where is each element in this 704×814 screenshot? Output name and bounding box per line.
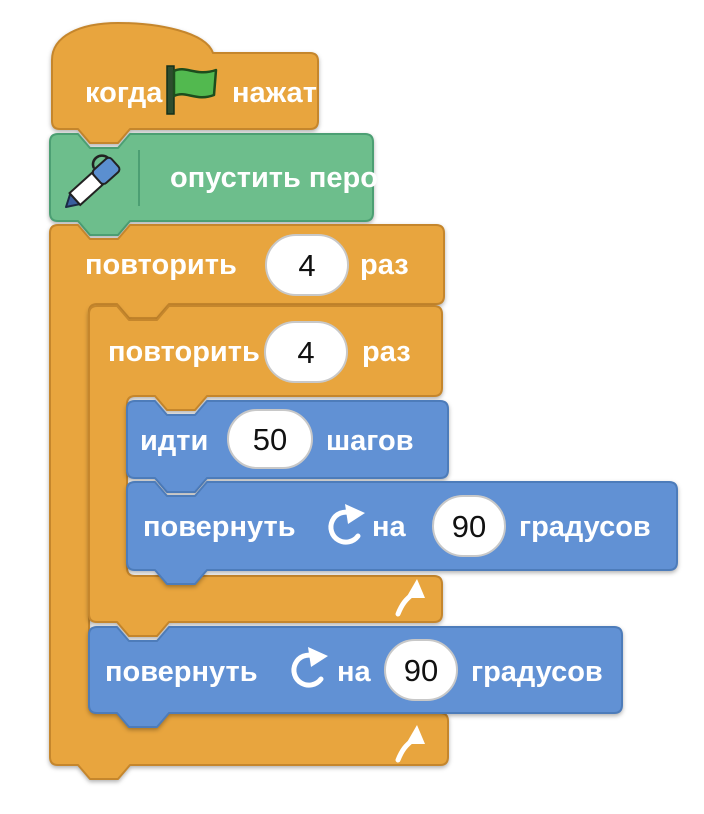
loop-arrow-icon — [395, 725, 425, 763]
block-move-steps[interactable]: идти 50 шагов — [126, 400, 449, 493]
block-repeat-inner[interactable]: повторить 4 раз — [88, 305, 443, 637]
turn-outer-label: повернуть — [105, 656, 258, 688]
turn-clockwise-icon — [328, 504, 365, 545]
repeat-outer-label: повторить — [85, 249, 237, 281]
move-suffix: шагов — [326, 425, 414, 457]
turn-inner-shape — [126, 481, 678, 585]
repeat-inner-shape — [88, 305, 443, 637]
turn-inner-degrees-input[interactable] — [432, 495, 506, 557]
repeat-outer-suffix: раз — [360, 249, 409, 281]
move-label: идти — [140, 425, 208, 457]
repeat-inner-suffix: раз — [362, 336, 411, 368]
block-pen-down[interactable]: опустить перо — [49, 133, 378, 236]
loop-arrow-icon — [395, 579, 425, 617]
move-steps-input[interactable] — [227, 409, 313, 469]
turn-outer-degrees-value: 90 — [404, 653, 438, 688]
repeat-outer-times-value: 4 — [298, 248, 315, 283]
repeat-inner-label: повторить — [108, 336, 260, 368]
turn-outer-suffix: градусов — [471, 656, 603, 688]
block-turn-outer[interactable]: повернуть на 90 градусов — [88, 626, 623, 728]
turn-inner-label: повернуть — [143, 511, 296, 543]
pen-icon — [65, 154, 121, 208]
turn-inner-suffix: градусов — [519, 511, 651, 543]
hat-label-after: нажат — [232, 77, 317, 109]
block-turn-inner[interactable]: повернуть на 90 градусов — [126, 481, 678, 585]
repeat-outer-times-input[interactable] — [265, 234, 349, 296]
block-when-flag-clicked[interactable]: когда нажат — [51, 22, 319, 144]
turn-outer-degrees-input[interactable] — [384, 639, 458, 701]
pen-block-shape — [49, 133, 374, 236]
repeat-inner-times-input[interactable] — [264, 321, 348, 383]
pen-down-label: опустить перо — [170, 162, 378, 194]
turn-inner-prep: на — [372, 511, 407, 543]
hat-label-before: когда — [85, 77, 163, 109]
block-repeat-outer[interactable]: повторить 4 раз — [49, 224, 449, 780]
turn-outer-shape — [88, 626, 623, 728]
turn-clockwise-icon — [291, 647, 328, 688]
move-steps-value: 50 — [253, 422, 287, 457]
turn-outer-prep: на — [337, 656, 372, 688]
turn-inner-degrees-value: 90 — [452, 509, 486, 544]
green-flag-icon — [166, 65, 218, 115]
repeat-inner-times-value: 4 — [297, 335, 314, 370]
